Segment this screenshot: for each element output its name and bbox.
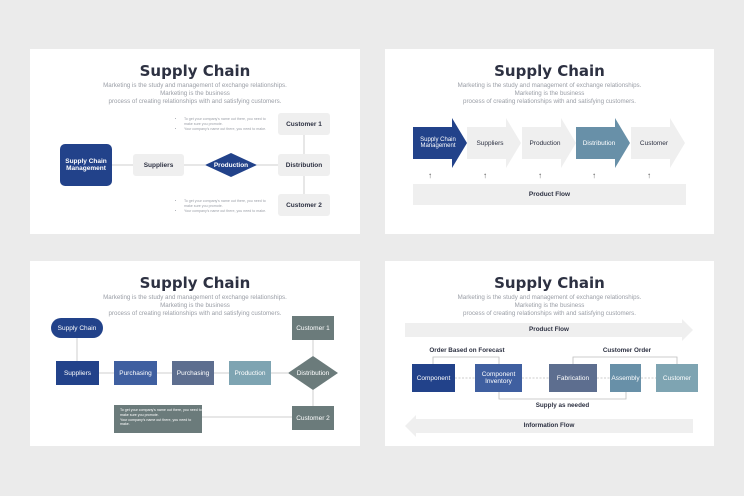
product-flow-arrow	[405, 319, 693, 341]
connector-lines	[112, 135, 305, 194]
order-forecast-label: Order Based on Forecast	[429, 347, 505, 354]
subtitle-line-1: Marketing is the study and management of…	[103, 82, 287, 97]
note-box: To get your company's name out there, yo…	[114, 405, 202, 433]
slide-title: Supply Chain	[494, 62, 605, 80]
purchasing-node: Purchasing	[114, 361, 157, 385]
step-arrow	[576, 118, 630, 168]
step-supply-chain-management: Supply Chain Management	[420, 137, 456, 149]
note-item: Your company's name out there, you need …	[120, 418, 202, 428]
product-flow-label: Product Flow	[529, 326, 569, 333]
customer-1-node: Customer 1	[292, 316, 334, 340]
fabrication-node: Fabrication	[549, 364, 597, 392]
customer-2-node: Customer 2	[278, 194, 330, 216]
slide-title: Supply Chain	[139, 62, 251, 80]
assembly-node: Assembly	[610, 364, 641, 392]
slide-subtitle: Marketing is the study and management of…	[90, 294, 300, 318]
subtitle-line-2: process of creating relationships with a…	[108, 98, 282, 105]
note-item: To get your company's name out there, yo…	[120, 408, 202, 418]
subtitle-line-1: Marketing is the study and management of…	[103, 294, 287, 309]
slide-1: Supply Chain Marketing is the study and …	[30, 49, 360, 234]
production-diamond	[205, 153, 257, 177]
slide-2: Supply Chain Marketing is the study and …	[385, 49, 714, 234]
step-arrow	[631, 118, 685, 168]
connector-lines	[76, 338, 338, 418]
purchasing-node: Purchasing	[172, 361, 214, 385]
up-arrow-icon: ↑	[647, 170, 651, 180]
customer-2-node: Customer 2	[292, 406, 334, 430]
up-arrow-icon: ↑	[428, 170, 432, 180]
note-item: To get your company's name out there, yo…	[184, 199, 274, 209]
step-distribution: Distribution	[582, 139, 616, 147]
step-arrow	[522, 118, 576, 168]
supply-chain-management-node: Supply Chain Management	[60, 144, 112, 186]
step-arrow	[413, 118, 467, 168]
up-arrow-icon: ↑	[538, 170, 542, 180]
note-item: Your company's name out there, you need …	[184, 209, 274, 214]
distribution-label: Distribution	[296, 369, 330, 377]
component-inventory-node: Component Inventory	[475, 364, 522, 392]
step-production: Production	[529, 139, 561, 147]
slide-subtitle: Marketing is the study and management of…	[445, 82, 654, 106]
suppliers-node: Suppliers	[133, 154, 184, 176]
step-customer: Customer	[639, 139, 669, 147]
subtitle-line-1: Marketing is the study and management of…	[457, 82, 642, 97]
component-node: Component	[412, 364, 455, 392]
slide-3: Supply Chain Marketing is the study and …	[30, 261, 360, 446]
slide-4: Supply Chain Marketing is the study and …	[385, 261, 714, 446]
note-bottom: To get your company's name out there, yo…	[178, 199, 274, 213]
subtitle-line-2: process of creating relationships with a…	[463, 310, 636, 317]
subtitle-line-2: process of creating relationships with a…	[108, 310, 282, 317]
step-suppliers: Suppliers	[476, 139, 504, 147]
slide-subtitle: Marketing is the study and management of…	[90, 82, 300, 106]
chevron-arrows	[413, 118, 685, 168]
step-arrow	[467, 118, 521, 168]
slide-subtitle: Marketing is the study and management of…	[445, 294, 654, 318]
up-arrow-icon: ↑	[592, 170, 596, 180]
customer-order-label: Customer Order	[602, 347, 652, 354]
distribution-diamond	[288, 356, 338, 390]
product-flow-bar: Product Flow	[413, 184, 686, 205]
up-arrow-icon: ↑	[483, 170, 487, 180]
information-flow-arrow	[405, 415, 693, 437]
subtitle-line-1: Marketing is the study and management of…	[457, 294, 642, 309]
note-item: Your company's name out there, you need …	[184, 127, 274, 132]
subtitle-line-2: process of creating relationships with a…	[463, 98, 636, 105]
customer-node: Customer	[656, 364, 698, 392]
slide-title: Supply Chain	[494, 274, 605, 292]
note-top: To get your company's name out there, yo…	[178, 117, 274, 131]
flow-graphics	[405, 319, 693, 437]
note-item: To get your company's name out there, yo…	[184, 117, 274, 127]
information-flow-label: Information Flow	[523, 422, 575, 429]
customer-1-node: Customer 1	[278, 113, 330, 135]
supply-needed-label: Supply as needed	[535, 402, 590, 409]
production-node: Production	[229, 361, 271, 385]
production-label: Production	[213, 161, 249, 169]
supply-chain-node: Supply Chain	[51, 318, 103, 338]
slide-title: Supply Chain	[139, 274, 251, 292]
suppliers-node: Suppliers	[56, 361, 99, 385]
distribution-node: Distribution	[278, 154, 330, 176]
